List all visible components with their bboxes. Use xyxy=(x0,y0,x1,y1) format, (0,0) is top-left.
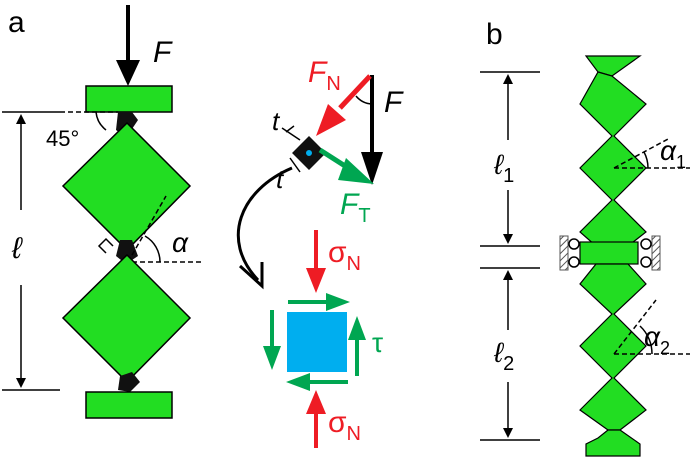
force-label-top: F xyxy=(153,36,173,69)
b-roller-right-1 xyxy=(640,238,652,250)
normal-force-base: F xyxy=(308,56,328,89)
hinge-free-body: F FN FT t t xyxy=(236,56,404,290)
stress-square xyxy=(287,312,347,372)
force-angle-arc xyxy=(355,95,373,105)
length1-label: ℓ1 xyxy=(493,149,514,187)
sigma-top-base: σ xyxy=(328,236,347,269)
b-bottom-cap xyxy=(585,429,641,457)
force-arrow-top-head xyxy=(116,60,140,86)
tangent-force-head xyxy=(338,158,374,184)
panel-a: a F 45° α ℓ xyxy=(2,5,202,419)
sigma-bottom-label: σN xyxy=(328,406,361,445)
length2-sub: 2 xyxy=(503,353,514,375)
b-roller-right-2 xyxy=(640,256,652,268)
force-diag-head xyxy=(361,152,383,185)
length1-sub: 1 xyxy=(503,165,514,187)
tangent-force-label: FT xyxy=(340,188,371,227)
alpha-label: α xyxy=(172,227,189,258)
hinge-center-dot xyxy=(306,150,312,156)
panel-b: b ℓ1 ℓ2 xyxy=(480,18,690,457)
b-roller-left-1 xyxy=(568,238,580,250)
normal-force-head xyxy=(316,104,346,136)
hinge-bottom xyxy=(118,372,140,392)
right-angle-marker xyxy=(97,237,114,254)
thickness-label-bottom: t xyxy=(276,164,285,194)
alpha1-label: α1 xyxy=(660,135,686,172)
angle-45-label: 45° xyxy=(46,126,79,151)
normal-force-arrow xyxy=(338,74,372,110)
upper-diamond xyxy=(61,121,192,252)
shear-left-head xyxy=(263,346,281,370)
alpha2-dashed-incline xyxy=(613,299,657,355)
hinge-block xyxy=(292,136,326,170)
lower-diamond xyxy=(61,253,192,384)
alpha-arc xyxy=(144,235,161,263)
thickness-dim-upper xyxy=(281,127,301,141)
alpha2-label: α2 xyxy=(644,321,670,358)
stress-element: σN τ σN xyxy=(263,230,383,448)
length2-base: ℓ xyxy=(493,337,505,368)
b-top-cap xyxy=(584,55,642,77)
panel-b-label: b xyxy=(486,18,503,51)
sigma-top-label: σN xyxy=(328,236,361,275)
b-support-left-hatch xyxy=(559,235,569,271)
alpha1-arc xyxy=(643,151,649,169)
alpha2-base: α xyxy=(644,321,661,352)
thickness-arrow-upper xyxy=(285,125,295,133)
sigma-top-head xyxy=(306,268,326,293)
alpha2-sub: 2 xyxy=(660,338,670,358)
bottom-plate xyxy=(85,391,173,419)
b-support-right-hatch xyxy=(651,235,661,271)
thickness-label-top: t xyxy=(272,106,281,136)
alpha-dashed-incline xyxy=(127,195,167,263)
b-upper-chain xyxy=(579,71,647,247)
top-plate xyxy=(85,85,173,113)
length1-base: ℓ xyxy=(493,149,505,180)
shear-top-head xyxy=(326,293,350,311)
sigma-bottom-head xyxy=(306,390,326,414)
force-diag-label: F xyxy=(384,86,404,119)
panel-a-label: a xyxy=(8,6,25,39)
length2-label: ℓ2 xyxy=(493,337,514,375)
sigma-bottom-base: σ xyxy=(328,406,347,439)
alpha1-dashed-incline xyxy=(613,137,671,169)
b-lower-chain xyxy=(579,263,647,431)
alpha2-arc xyxy=(639,325,653,355)
zoom-pointer-head xyxy=(238,262,264,290)
tangent-force-sub: T xyxy=(358,205,370,227)
length-label: ℓ xyxy=(11,232,23,265)
shear-right-head xyxy=(348,316,366,340)
thickness-dim-lower xyxy=(289,157,301,173)
hinge-middle xyxy=(116,240,138,264)
angle-arc-45 xyxy=(95,111,107,131)
zoom-pointer-arrow xyxy=(236,166,293,282)
b-roller-left-2 xyxy=(568,256,580,268)
tau-label: τ xyxy=(372,327,383,358)
normal-force-label: FN xyxy=(308,56,341,95)
alpha1-sub: 1 xyxy=(676,152,686,172)
sigma-top-sub: N xyxy=(347,253,361,275)
b-middle-block xyxy=(579,241,639,265)
alpha1-base: α xyxy=(660,135,677,166)
shear-bottom-head xyxy=(286,373,310,391)
normal-force-sub: N xyxy=(326,73,340,95)
tangent-force-base: F xyxy=(340,188,360,221)
sigma-bottom-sub: N xyxy=(347,423,361,445)
